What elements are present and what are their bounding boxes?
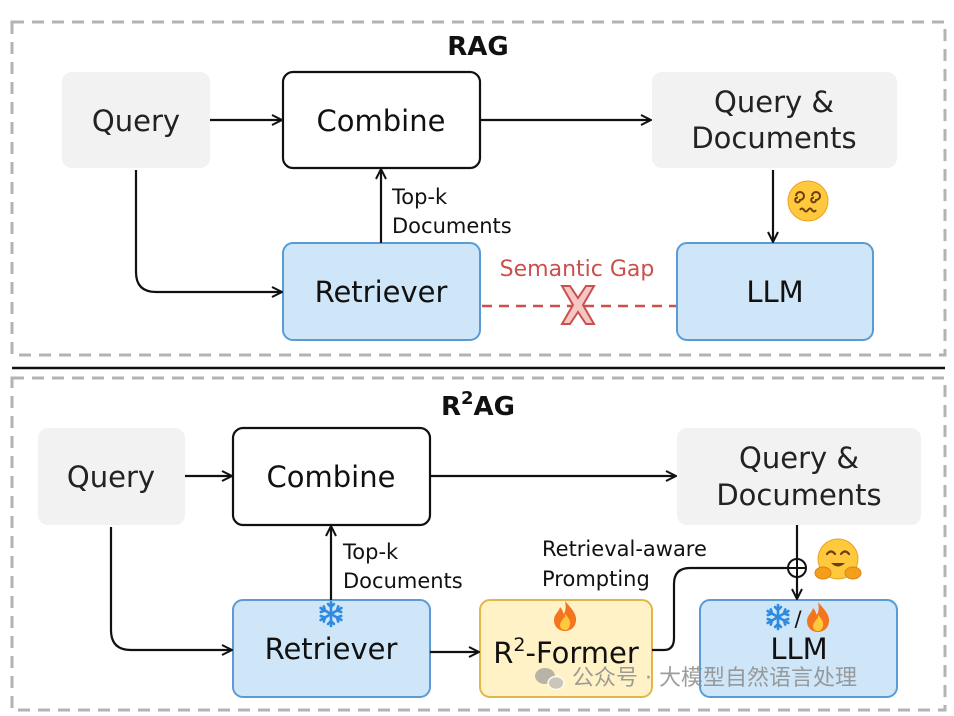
r2-former-box — [479, 599, 653, 698]
semantic-gap-label: Semantic Gap — [500, 257, 655, 282]
prompting-label-2: Prompting — [542, 567, 650, 591]
rag-query-label: Query — [92, 104, 180, 138]
dizzy-face-icon — [787, 180, 829, 222]
rag-arrow-query-retriever — [134, 170, 281, 292]
rag-topk-label-2: Documents — [392, 214, 512, 238]
wechat-icon — [535, 668, 565, 691]
rag-qd-label-1: Query & — [714, 85, 834, 119]
r2ag-arrow-query-retriever — [109, 527, 231, 650]
r2ag-combine-label: Combine — [267, 460, 396, 494]
r2ag-topk-label-2: Documents — [343, 569, 463, 593]
r2ag-title: R2AG — [441, 388, 515, 422]
rag-query-box — [62, 72, 210, 168]
r2ag-query-label: Query — [67, 460, 155, 494]
rag-topk-label-1: Top-k — [391, 185, 448, 209]
rag-title: RAG — [447, 32, 508, 62]
r2-former-label: R2-Former — [493, 634, 639, 670]
prompting-label-1: Retrieval-aware — [542, 537, 707, 561]
r2ag-query-documents-box — [677, 428, 921, 525]
rag-combine-label: Combine — [317, 104, 446, 138]
r2ag-retriever-label: Retriever — [265, 632, 398, 666]
rag-panel — [10, 20, 947, 357]
r2ag-qd-label-1: Query & — [739, 441, 859, 475]
r2ag-query-box — [38, 428, 185, 525]
circle-plus-icon — [787, 558, 807, 578]
cross-icon — [560, 285, 596, 325]
rag-query-documents-box — [652, 72, 897, 168]
rag-retriever-label: Retriever — [315, 275, 448, 309]
r2ag-llm-box — [699, 599, 898, 698]
r2ag-line-former-llm — [652, 566, 788, 652]
rag-llm-label: LLM — [746, 275, 803, 309]
r2ag-llm-label: LLM — [770, 632, 827, 666]
llm-mark-separator: / — [794, 607, 802, 631]
rag-llm-box — [676, 242, 874, 341]
r2ag-qd-label-2: Documents — [716, 478, 881, 512]
hugging-face-icon — [814, 538, 862, 580]
watermark-text: 公众号 · 大模型自然语言处理 — [572, 666, 857, 691]
r2ag-topk-label-1: Top-k — [342, 540, 399, 564]
r2ag-panel — [10, 376, 947, 712]
rag-qd-label-2: Documents — [691, 121, 856, 155]
